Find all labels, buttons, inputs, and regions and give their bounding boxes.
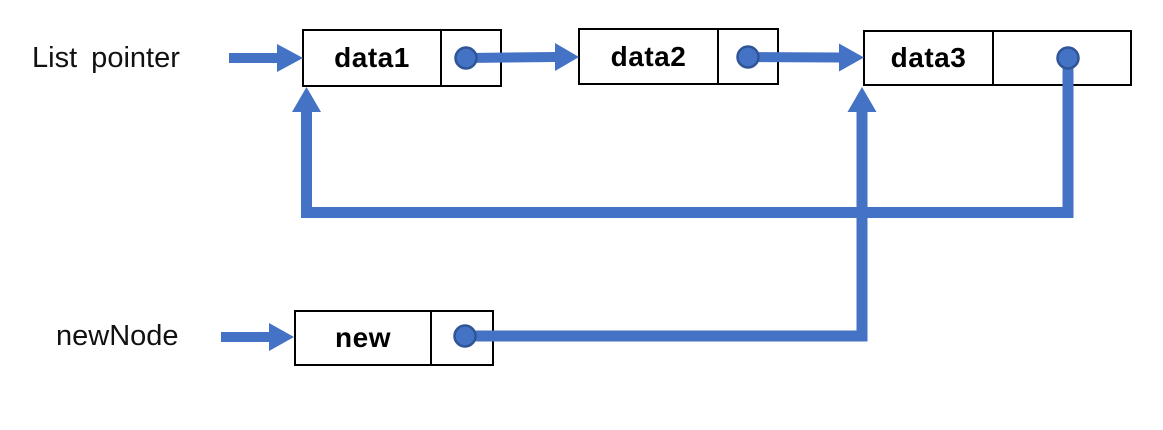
newnode-label: newNode	[56, 320, 179, 352]
edge-data3-data1-head	[292, 87, 321, 112]
edge-new-data3-head	[847, 87, 877, 112]
edge-data1-data2-head	[555, 43, 579, 71]
edge-new-data3-shaft	[468, 110, 868, 342]
node-data3-data-cell: data3	[865, 32, 994, 84]
node-data3: data3	[863, 30, 1132, 86]
list-pointer-label: List pointer	[32, 42, 180, 74]
node-data3-pointer-cell	[994, 32, 1130, 84]
node-data1-data-cell: data1	[304, 31, 442, 85]
node-data2-pointer-cell	[719, 30, 777, 83]
node-data1-pointer-cell	[442, 31, 500, 85]
node-data2-data-cell: data2	[580, 30, 719, 83]
node-new: new	[294, 310, 494, 366]
edge-newnode-head	[269, 323, 294, 351]
edge-listpointer-head	[277, 44, 303, 72]
node-data3-label: data3	[890, 42, 967, 73]
node-new-label: new	[335, 322, 391, 353]
edge-newnode-new-arrow	[221, 323, 294, 351]
node-data1: data1	[302, 29, 502, 87]
edge-data2-data3-head	[839, 43, 864, 72]
node-data1-label: data1	[334, 42, 410, 73]
node-new-pointer-cell	[432, 312, 492, 364]
node-data2: data2	[578, 28, 779, 85]
node-new-data-cell: new	[296, 312, 432, 364]
edge-listpointer-data1-arrow	[229, 44, 303, 72]
edge-new-data3-arrow	[468, 87, 877, 342]
node-data2-label: data2	[610, 40, 687, 72]
